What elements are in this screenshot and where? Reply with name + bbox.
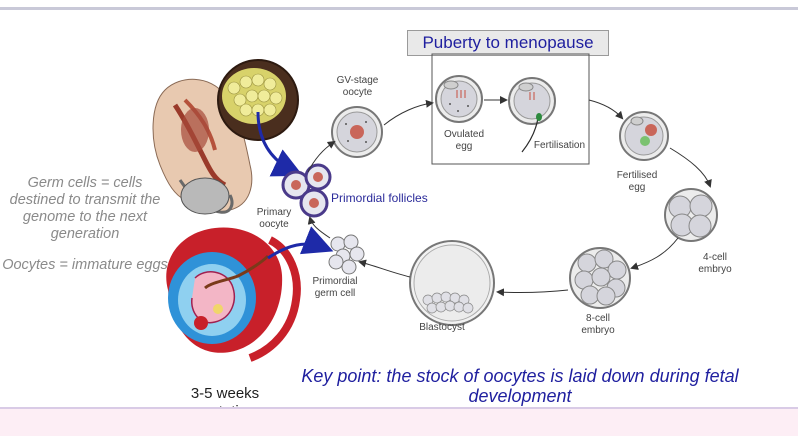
four-cell-embryo — [664, 188, 718, 242]
label-gv-line2: oocyte — [342, 87, 373, 98]
ovulated-egg — [435, 75, 483, 123]
label-eight-cell: 8-cell embryo — [573, 313, 623, 337]
fetus-illustration — [166, 227, 301, 362]
germ-cells-note: Germ cells = cells destined to transmit … — [9, 175, 161, 242]
fertilised-egg — [619, 111, 669, 161]
header-rule — [0, 7, 798, 10]
label-eight-cell-line2: embryo — [581, 325, 615, 336]
label-ovulated-line1: Ovulated — [443, 129, 485, 140]
label-fertilised-line1: Fertilised — [616, 170, 658, 181]
gv-oocyte — [331, 106, 383, 158]
blue-arrow-fetus — [267, 226, 334, 260]
puberty-bracket — [431, 53, 590, 165]
label-ovulated-egg: Ovulated egg — [439, 129, 489, 153]
primordial-follicles — [281, 163, 332, 218]
label-fertilisation: Fertilisation — [533, 140, 586, 151]
label-gv-line1: GV-stage — [336, 75, 379, 86]
label-gv-oocyte: GV-stage oocyte — [330, 75, 385, 99]
key-point-text: Key point: the stock of oocytes is laid … — [301, 366, 739, 406]
eight-cell-embryo — [569, 247, 631, 309]
blue-arrow-ovary — [256, 111, 304, 177]
puberty-label: Puberty to menopause — [407, 30, 609, 56]
oocytes-note: Oocytes = immature eggs — [2, 257, 168, 273]
label-ovulated-line2: egg — [455, 141, 473, 152]
label-blastocyst: Blastocyst — [419, 322, 465, 333]
label-four-cell: 4-cell embryo — [690, 252, 740, 276]
ovary-zoom — [217, 59, 299, 141]
label-primary-line2: oocyte — [259, 219, 289, 230]
primordial-germ-cells — [328, 234, 365, 275]
label-primary-oocyte: Primary oocyte — [249, 207, 299, 231]
blastocyst — [409, 240, 495, 326]
label-germ-line1: Primordial — [312, 276, 358, 287]
label-germ-line2: germ cell — [314, 288, 356, 299]
label-primordial-follicles: Primordial follicles — [331, 191, 428, 205]
bottom-band — [0, 407, 798, 436]
label-four-cell-line2: embryo — [698, 264, 732, 275]
label-primary-line1: Primary — [256, 207, 292, 218]
label-primordial-germ: Primordial germ cell — [305, 276, 365, 300]
label-eight-cell-line1: 8-cell — [586, 313, 610, 324]
fertilisation-egg — [508, 77, 556, 153]
cycle-arrows — [307, 96, 712, 297]
label-fertilised-line2: egg — [628, 182, 646, 193]
label-fertilised-egg: Fertilised egg — [612, 170, 662, 194]
gestation-line1: 3-5 weeks — [190, 385, 260, 402]
label-four-cell-line1: 4-cell — [703, 252, 727, 263]
